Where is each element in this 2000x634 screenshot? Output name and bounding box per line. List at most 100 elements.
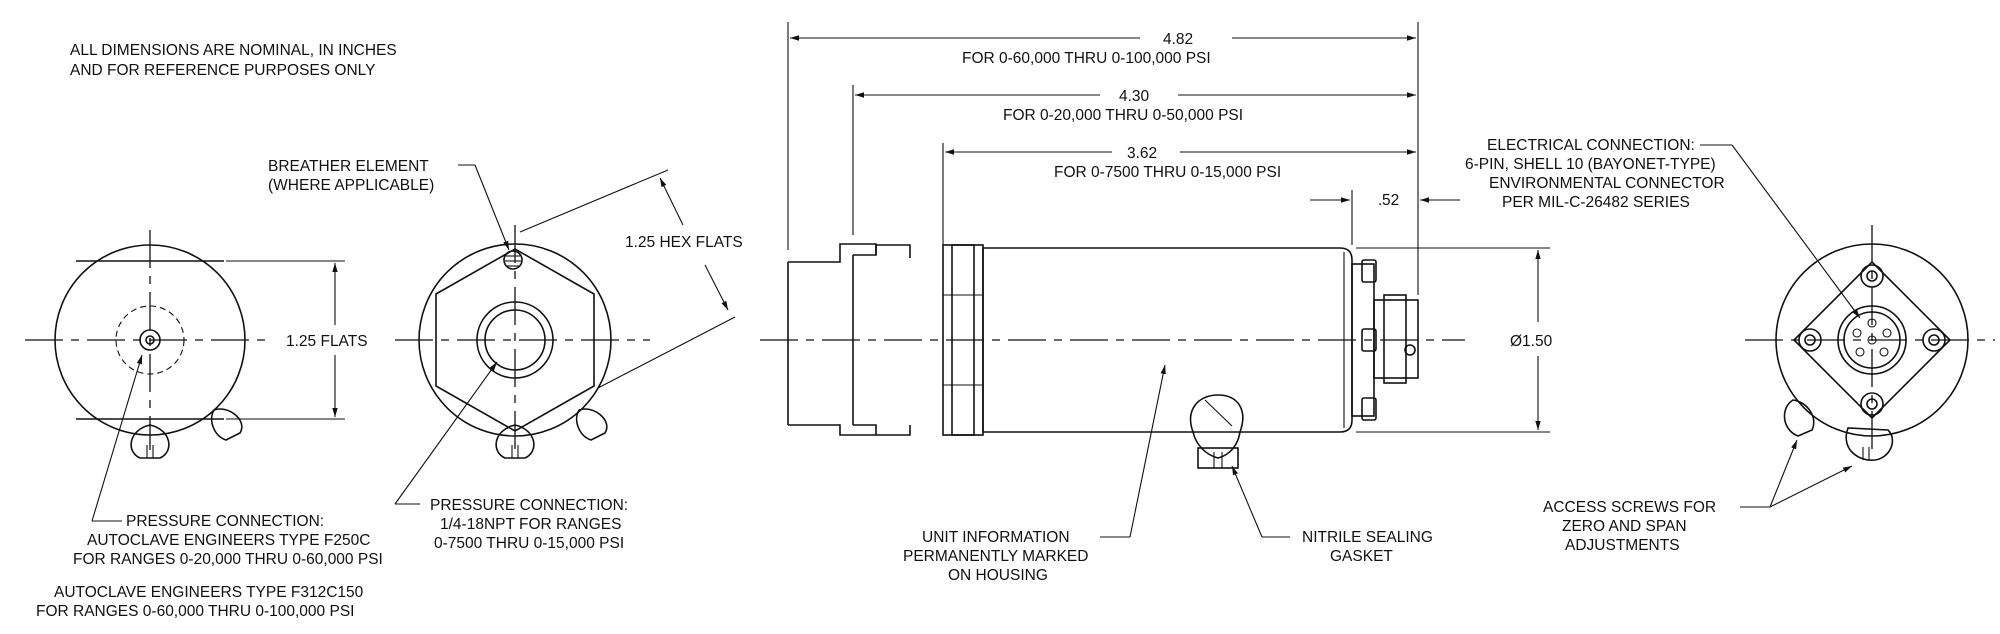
hex-ext-top [519,169,669,233]
left-view-screw-right [210,408,243,441]
hex-nut-face [951,244,975,436]
electrical-line-3: ENVIRONMENTAL CONNECTOR [1489,175,1725,192]
access-callout: ACCESS SCREWS FOR ZERO AND SPAN ADJUSTME… [1543,439,1853,554]
hex-port-inner [484,309,546,371]
pressure-mid-line-1: PRESSURE CONNECTION: [430,497,628,514]
pressure-mid-line-2: 1/4-18NPT FOR RANGES [440,516,621,533]
electrical-line-1: ELECTRICAL CONNECTION: [1487,137,1695,154]
gasket-callout: NITRILE SEALING GASKET [1231,465,1433,565]
flange-screw-mid [1361,328,1377,352]
dim-430: 4.30 FOR 0-20,000 THRU 0-50,000 PSI [855,88,1416,124]
pin-c [1879,347,1889,357]
access-line-3: ADJUSTMENTS [1565,537,1680,554]
flange-screw-top [1361,259,1377,283]
dim-362-value: 3.62 [1127,145,1157,162]
hex-end-view: 1.25 HEX FLATS [395,169,743,459]
right-end-view [1745,225,1995,461]
bayonet-pin [1404,344,1416,356]
flange-hole-top [1860,264,1884,288]
flats-label-bg [282,330,378,350]
dim-430-value: 4.30 [1119,88,1150,105]
hex-flats-label: 1.25 HEX FLATS [625,234,743,251]
right-view-screw-bottom [1845,427,1894,461]
hex-port-outer [476,301,554,379]
connector-receptacle-outer [1837,305,1907,375]
hex-view-body-circle [418,243,612,437]
flange-hole-left [1798,328,1822,352]
access-line-2: ZERO AND SPAN [1562,518,1687,535]
general-notes: ALL DIMENSIONS ARE NOMINAL, IN INCHES AN… [70,42,397,79]
flats-label: 1.25 FLATS [286,333,368,350]
note-line-2: AND FOR REFERENCE PURPOSES ONLY [70,62,375,79]
gasket-line-1: NITRILE SEALING [1302,529,1433,546]
note-line-1: ALL DIMENSIONS ARE NOMINAL, IN INCHES [70,42,397,59]
pin-b [1882,328,1892,338]
flange-hole-top-inner [1866,270,1878,282]
pressure-left-line-2: AUTOCLAVE ENGINEERS TYPE F250C [87,532,370,549]
pin-d [1855,347,1865,357]
hex-outline [435,248,595,432]
flange-hole-right [1922,328,1946,352]
pressure-left-line-4: AUTOCLAVE ENGINEERS TYPE F312C150 [54,584,364,601]
pressure-mid-leader [394,361,498,505]
electrical-line-4: PER MIL-C-26482 SERIES [1502,194,1690,211]
pressure-mid-callout: PRESSURE CONNECTION: 1/4-18NPT FOR RANGE… [394,361,628,552]
left-view-body-circle [54,244,246,436]
breather-line-1: BREATHER ELEMENT [268,158,429,175]
hex-dim-lower [704,264,729,311]
pressure-left-leader [91,354,143,522]
fitting-f250-top [853,244,911,258]
electrical-line-2: 6-PIN, SHELL 10 (BAYONET-TYPE) [1465,156,1716,173]
connector-shell [1373,299,1419,379]
dim-diameter: Ø1.50 [1356,247,1571,433]
hex-view-screw-right [575,408,608,441]
access-leader-1 [1769,439,1798,508]
side-view [760,22,1465,469]
pressure-mid-line-3: 0-7500 THRU 0-15,000 PSI [434,535,624,552]
flange-hole-bottom-inner [1866,398,1878,410]
pressure-left-line-1: PRESSURE CONNECTION: [126,513,324,530]
unit-info-line-1: UNIT INFORMATION [922,529,1070,546]
electrical-callout: ELECTRICAL CONNECTION: 6-PIN, SHELL 10 (… [1465,137,1861,319]
gasket-leader [1231,465,1263,538]
fitting-f312-top [788,243,877,263]
pin-a [1867,318,1877,328]
access-line-1: ACCESS SCREWS FOR [1543,499,1716,516]
breather-element [503,250,523,270]
connector-receptacle-inner [1843,311,1901,369]
pin-e [1852,328,1862,338]
left-end-view: 1.25 FLATS [25,230,378,459]
connector-flange-diamond [1792,260,1952,420]
fitting-f250-bottom [853,424,911,436]
dim-052: . 52 [1310,192,1460,209]
housing-body [982,247,1353,433]
unit-info-line-3: ON HOUSING [948,567,1048,584]
unit-info-leader [1129,364,1166,538]
dim-482-note: FOR 0-60,000 THRU 0-100,000 PSI [962,50,1211,67]
unit-info-callout: UNIT INFORMATION PERMANENTLY MARKED ON H… [903,364,1166,584]
dim-430-note: FOR 0-20,000 THRU 0-50,000 PSI [1003,107,1243,124]
dia-label: Ø1.50 [1510,333,1553,350]
dim-362-note: FOR 0-7500 THRU 0-15,000 PSI [1054,164,1281,181]
gasket-screw-slot [1204,399,1233,427]
dim-362: 3.62 FOR 0-7500 THRU 0-15,000 PSI [945,145,1416,181]
right-view-body-circle [1775,243,1969,437]
electrical-leader [1731,144,1861,319]
unit-info-line-2: PERMANENTLY MARKED [903,548,1088,565]
pressure-left-line-5: FOR RANGES 0-60,000 THRU 0-100,000 PSI [36,603,354,620]
dia-label-bg [1505,330,1571,350]
left-view-port-inner [139,329,161,351]
left-view-port-circle [115,305,185,375]
hex-view-screw-bottom [495,424,535,459]
hex-ext-bottom [597,316,736,389]
dim-482: 4.82 FOR 0-60,000 THRU 0-100,000 PSI [790,31,1416,67]
dim-052-value: 52 [1382,192,1399,209]
dim-052-prefix: . [1378,192,1382,209]
breather-callout: BREATHER ELEMENT (WHERE APPLICABLE) [268,158,510,251]
pin-f [1867,335,1877,345]
connector-ring [1383,294,1407,384]
left-view-port-center [145,335,155,345]
pressure-left-callout: PRESSURE CONNECTION: AUTOCLAVE ENGINEERS… [36,513,383,620]
breather-leader [474,164,510,251]
